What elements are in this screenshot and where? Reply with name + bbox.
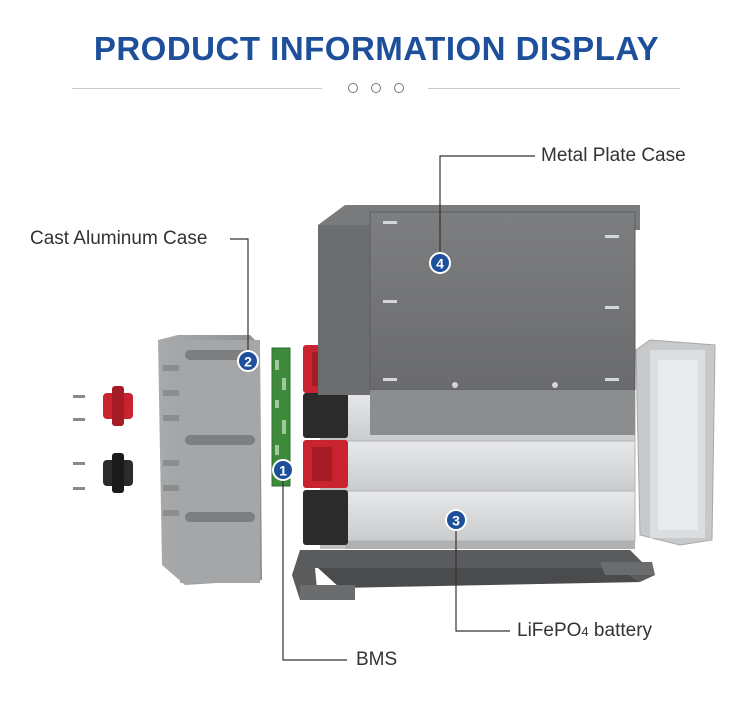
decor-dot-1 — [348, 83, 358, 93]
lifepo-suffix: battery — [588, 620, 653, 641]
svg-text:3: 3 — [452, 513, 460, 529]
page-title: PRODUCT INFORMATION DISPLAY — [93, 30, 660, 67]
label-bms: BMS — [356, 649, 398, 670]
bms-board — [271, 347, 291, 487]
title-rule-right — [428, 88, 680, 89]
svg-text:1: 1 — [279, 463, 287, 479]
decor-dot-2 — [371, 83, 381, 93]
cast-aluminum-case — [158, 335, 262, 585]
callout-lines — [230, 155, 535, 661]
loose-terminals — [73, 386, 133, 493]
marker-3: 3 — [445, 509, 467, 531]
decor-dot-3 — [394, 83, 404, 93]
lifepo-prefix: LiFePO — [517, 620, 582, 641]
marker-1: 1 — [272, 459, 294, 481]
metal-plate-case — [318, 205, 640, 435]
svg-text:4: 4 — [436, 256, 444, 272]
base-stand — [292, 550, 655, 600]
right-end-cap — [635, 339, 716, 546]
label-lifepo4-battery: LiFePO4 battery — [517, 620, 652, 642]
svg-text:2: 2 — [244, 354, 252, 370]
marker-2: 2 — [237, 350, 259, 372]
marker-4: 4 — [429, 252, 451, 274]
lifepo-subscript: 4 — [581, 624, 589, 639]
title-rule-left — [72, 88, 322, 89]
label-metal-plate-case: Metal Plate Case — [541, 145, 686, 166]
label-cast-aluminum-case: Cast Aluminum Case — [30, 228, 208, 249]
